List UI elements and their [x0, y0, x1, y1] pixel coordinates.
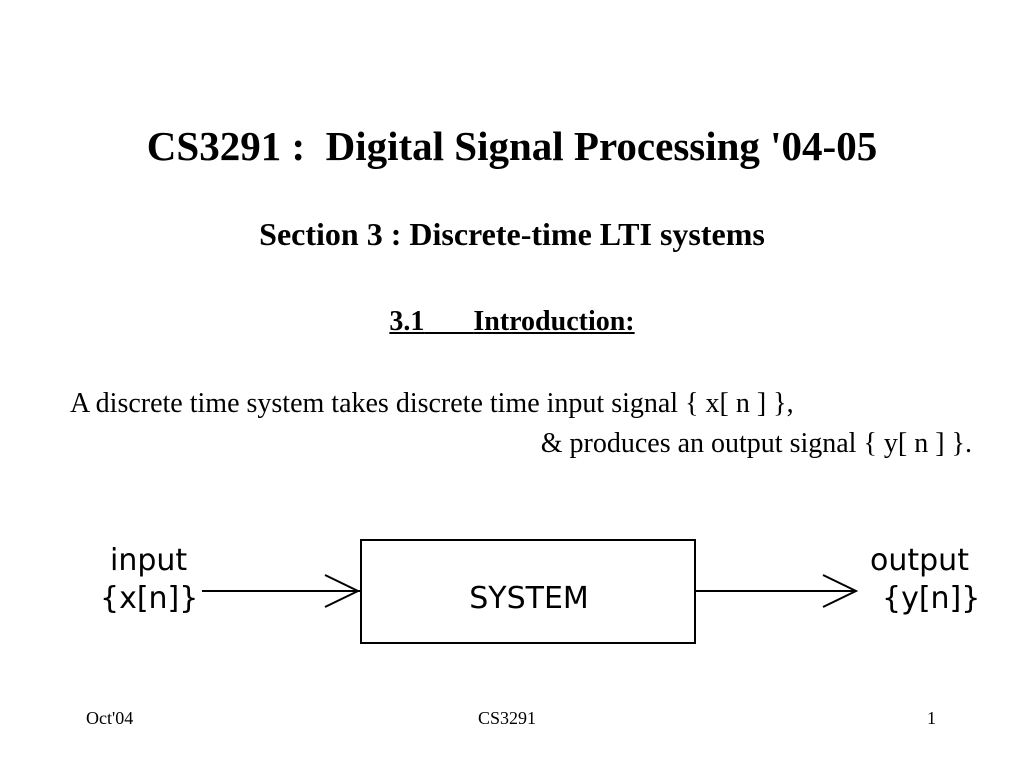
footer-page-number: 1 [927, 708, 936, 728]
output-arrowhead [822, 574, 859, 608]
subsection-number: 3.1 [389, 306, 425, 337]
output-label: output [870, 543, 969, 578]
paragraph-line-2: & produces an output signal { y[ n ] }. [540, 428, 972, 459]
input-arrow [202, 574, 361, 608]
section-heading: Section 3 : Discrete-time LTI systems [259, 216, 765, 252]
output-signal-label: {y[n]} [882, 581, 981, 616]
subsection-title: Introduction: [473, 306, 635, 337]
footer-course: CS3291 [478, 708, 537, 728]
input-arrowhead [324, 574, 361, 608]
subsection-heading: 3.1 Introduction: [0, 306, 1024, 338]
output-arrow [696, 574, 859, 608]
slide-title: CS3291 : Digital Signal Processing '04-0… [146, 123, 878, 169]
input-label: input [110, 543, 188, 578]
paragraph-line-1: A discrete time system takes discrete ti… [70, 388, 794, 419]
system-label: SYSTEM [469, 581, 589, 616]
input-signal-label: {x[n]} [100, 581, 199, 616]
footer-date: Oct'04 [86, 708, 134, 728]
system-box [360, 539, 696, 644]
